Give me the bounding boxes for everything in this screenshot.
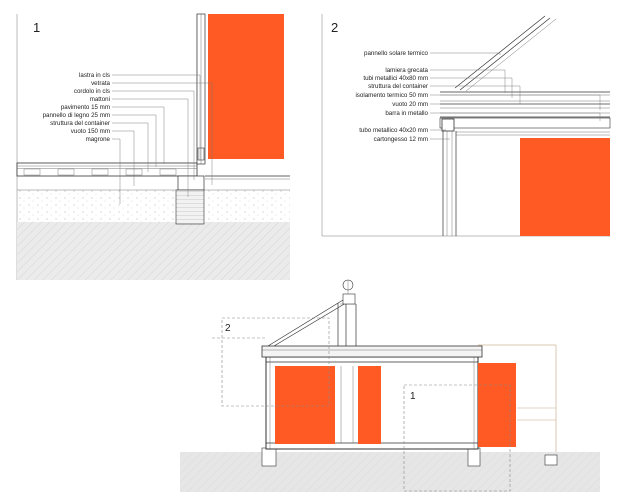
foundation-left [261, 447, 277, 467]
orange-panel-section-2 [358, 366, 381, 444]
callout-box-2 [221, 317, 330, 407]
container-roof-beam [439, 117, 611, 129]
solar-frame-section [267, 293, 357, 347]
ground-hatch [17, 222, 290, 280]
label-vetrata: vetrata [91, 80, 110, 87]
label-lastra-in-cls: lastra in cls [79, 72, 110, 79]
detail-1-number: 1 [33, 20, 40, 35]
brick-foundation [175, 189, 205, 225]
roof-layers [440, 91, 610, 118]
label-magrone: magrone [86, 136, 111, 143]
label-cordolo-in-cls: cordolo in cls [74, 88, 110, 95]
glazing-sill [197, 147, 205, 161]
gravel-layer [17, 190, 290, 222]
label-tubi-metallici: tubi metallici 40x80 mm [363, 75, 428, 82]
label-mattoni: mattoni [90, 96, 110, 103]
orange-panel-detail-2 [520, 138, 610, 236]
label-lamiera-grecata: lamiera grecata [385, 67, 428, 74]
porch-frame [478, 344, 557, 452]
label-pavimento: pavimento 15 mm [61, 104, 110, 111]
foundation-porch [544, 454, 558, 466]
orange-panel-section-3 [478, 363, 516, 447]
label-vuoto: vuoto 150 mm [71, 128, 110, 135]
label-cartongesso: cartongesso 12 mm [374, 136, 428, 143]
callout-2-label: 2 [225, 323, 231, 334]
orange-panel-section-1 [275, 366, 335, 444]
label-vuoto-20: vuoto 20 mm [392, 101, 428, 108]
foundation-right [467, 447, 481, 467]
solar-panel [454, 15, 557, 92]
curb [177, 175, 205, 191]
floor-slab [16, 162, 198, 177]
label-pannello-di-legno: pannello di legno 25 mm [43, 112, 110, 119]
label-isolamento: isolamento termico 50 mm [355, 92, 428, 99]
detail-1: 1 [16, 13, 290, 280]
section-drawing: 2 1 [180, 279, 600, 492]
orange-panel-detail-1 [208, 14, 284, 159]
label-struttura-del-container: struttura del container [50, 120, 110, 127]
detail-2-leaders [430, 52, 610, 140]
callout-box-1 [403, 384, 511, 492]
roof-band [261, 345, 483, 358]
chimney-cap [342, 279, 354, 294]
label-struttura-container-2: struttura del container [368, 83, 428, 90]
label-tubo-metallico: tubo metallico 40x20 mm [359, 127, 428, 134]
detail-1-leaders [112, 74, 213, 204]
detail-2: 2 [321, 14, 611, 237]
detail-2-number: 2 [331, 20, 338, 35]
label-pannello-solare: pannello solare termico [364, 50, 429, 57]
callout-1-label: 1 [410, 391, 416, 402]
metal-tube-corner [441, 118, 455, 132]
label-barra-metallo: barra in metallo [385, 110, 428, 117]
